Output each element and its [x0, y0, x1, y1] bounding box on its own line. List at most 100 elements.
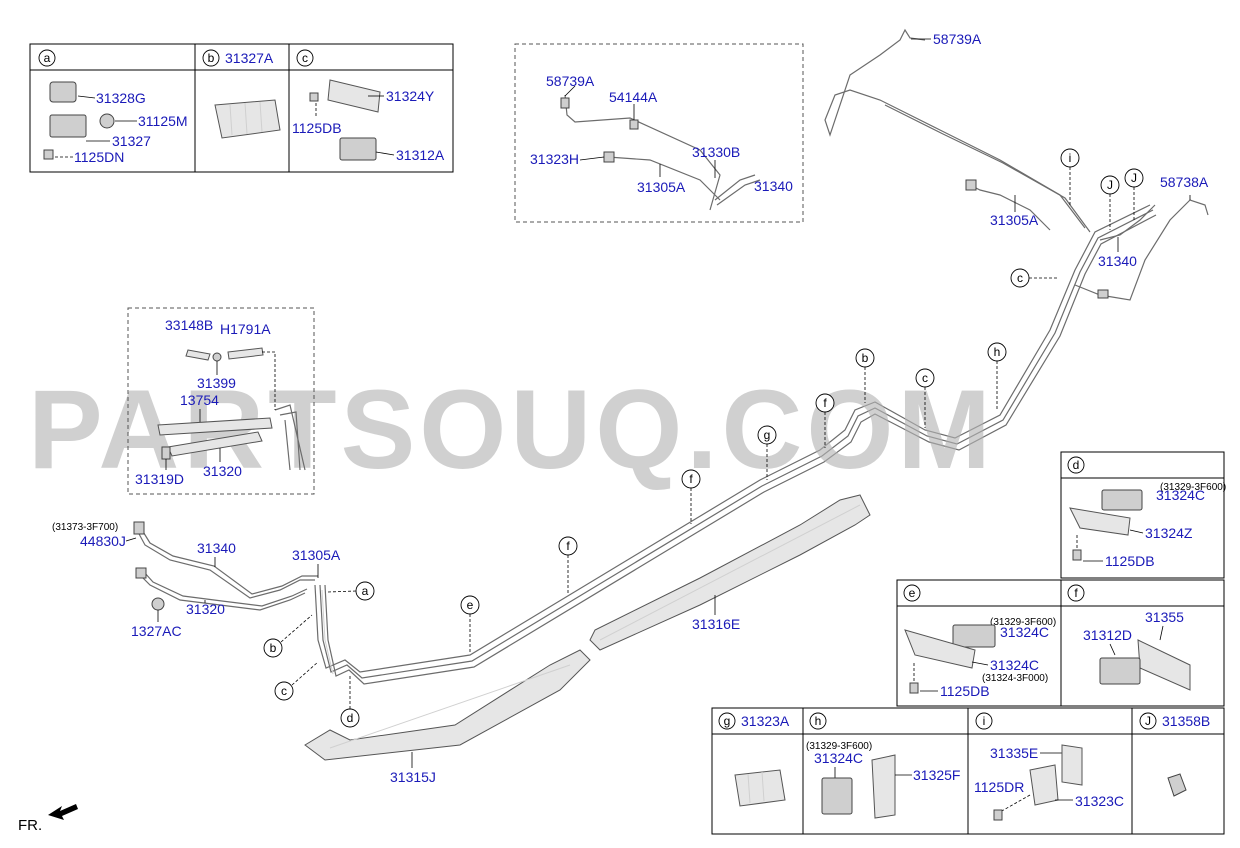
front-arrow-icon — [48, 804, 78, 820]
main-fuel-pipe-bundle — [314, 204, 1157, 685]
callout-c-left[interactable] — [274, 681, 294, 701]
clip-31312A-icon — [339, 137, 377, 161]
bracket-31324Z-icon — [1069, 507, 1131, 536]
part-31324C-d[interactable]: 31324C — [1156, 487, 1205, 503]
clamp-31319D-icon — [161, 446, 171, 460]
callout-f-2-letter: f — [689, 472, 693, 486]
part-31340-right[interactable]: 31340 — [1098, 253, 1137, 269]
callout-g-letter: g — [764, 428, 771, 442]
inset-d-letter: d — [1073, 458, 1080, 472]
part-31355[interactable]: 31355 — [1145, 609, 1184, 625]
inset-j-letter: J — [1145, 714, 1151, 728]
note-d: (31329-3F600) — [1160, 482, 1226, 493]
front-label: FR. — [18, 817, 42, 834]
part-31399[interactable]: 31399 — [197, 375, 236, 391]
clamp-31399-icon — [212, 352, 222, 362]
part-31320-left[interactable]: 31320 — [186, 601, 225, 617]
part-31324Y[interactable]: 31324Y — [386, 88, 435, 104]
part-31125M[interactable]: 31125M — [138, 113, 188, 129]
callout-b-left-letter: b — [270, 641, 277, 655]
inset-f-letter: f — [1074, 586, 1078, 600]
part-58739A-top[interactable]: 58739A — [933, 31, 982, 47]
callout-c-mid-letter: c — [922, 371, 928, 385]
part-1125DN[interactable]: 1125DN — [74, 149, 124, 165]
part-31340-left[interactable]: 31340 — [197, 540, 236, 556]
note-44830J: (31373-3F700) — [52, 522, 118, 533]
clip-31324C-d-icon — [1101, 489, 1143, 511]
pipe-fitting-31305A-right — [965, 179, 977, 191]
part-31324C-e2[interactable]: 31324C — [990, 657, 1039, 673]
part-31324C-h[interactable]: 31324C — [814, 750, 863, 766]
inset-header-g — [718, 712, 736, 730]
part-1125DB-c[interactable]: 1125DB — [292, 120, 342, 136]
part-33148B[interactable]: 33148B — [165, 317, 213, 333]
part-31327A[interactable]: 31327A — [225, 50, 274, 66]
part-1125DB-e[interactable]: 1125DB — [940, 683, 990, 699]
inset-header-e — [903, 584, 921, 602]
callout-b-left[interactable] — [263, 638, 283, 658]
connector-31320 — [135, 567, 147, 579]
part-1125DB-d[interactable]: 1125DB — [1105, 553, 1155, 569]
part-13754[interactable]: 13754 — [180, 392, 219, 408]
front-indicator: FR. — [18, 804, 78, 834]
callout-b-top-letter: b — [862, 351, 869, 365]
upper-right-pipes — [824, 28, 1209, 301]
part-54144A[interactable]: 54144A — [609, 89, 658, 105]
callout-j-2-letter: J — [1131, 171, 1137, 185]
part-58739A-box[interactable]: 58739A — [546, 73, 595, 89]
bracket-31325F-icon — [871, 754, 896, 819]
note-e2: (31324-3F000) — [982, 673, 1048, 684]
part-1327AC[interactable]: 1327AC — [131, 623, 182, 639]
inset-e-letter: e — [909, 586, 916, 600]
callout-a-letter: a — [362, 584, 369, 598]
part-31358B[interactable]: 31358B — [1162, 713, 1210, 729]
part-31324Z[interactable]: 31324Z — [1145, 525, 1193, 541]
inset-g-letter: g — [724, 714, 731, 728]
part-31323H[interactable]: 31323H — [530, 151, 579, 167]
grommet-31125M-icon — [99, 113, 115, 129]
part-31305A-right[interactable]: 31305A — [990, 212, 1039, 228]
inset-header-a — [38, 49, 56, 67]
callout-c-top-letter: c — [1017, 271, 1023, 285]
part-31340-box[interactable]: 31340 — [754, 178, 793, 194]
part-31305A-box[interactable]: 31305A — [637, 179, 686, 195]
part-44830J[interactable]: 44830J — [80, 533, 126, 549]
inset-h-letter: h — [815, 714, 822, 728]
inset-b-letter: b — [208, 51, 215, 65]
fitting-31323H-icon — [603, 151, 615, 163]
bolt-1125DB-e-icon — [909, 682, 919, 694]
callout-f-3-letter: f — [566, 539, 570, 553]
part-31305A-left[interactable]: 31305A — [292, 547, 341, 563]
inset-a-letter: a — [44, 51, 51, 65]
note-h: (31329-3F600) — [806, 741, 872, 752]
bracket-31328G-icon — [49, 81, 77, 103]
bracket-31324Y-icon — [327, 79, 381, 113]
part-31323C[interactable]: 31323C — [1075, 793, 1124, 809]
part-31316E[interactable]: 31316E — [692, 616, 740, 632]
part-31330B[interactable]: 31330B — [692, 144, 740, 160]
hose-31320-box-icon — [167, 431, 263, 457]
part-58738A[interactable]: 58738A — [1160, 174, 1209, 190]
part-31325F[interactable]: 31325F — [913, 767, 960, 783]
part-1125DR[interactable]: 1125DR — [974, 779, 1024, 795]
part-31327[interactable]: 31327 — [112, 133, 151, 149]
part-31328G[interactable]: 31328G — [96, 90, 146, 106]
inset-ghij: g 31323A h (31329-3F600) 31324C 31325F i… — [711, 707, 1225, 835]
part-31312D[interactable]: 31312D — [1083, 627, 1132, 643]
part-31324C-e1[interactable]: 31324C — [1000, 624, 1049, 640]
part-31320-box[interactable]: 31320 — [203, 463, 242, 479]
inset-abc: a b 31327A c 31328G 31125M 31327 1125DN … — [29, 43, 454, 173]
protector-31315J — [304, 649, 591, 761]
part-31335E[interactable]: 31335E — [990, 745, 1038, 761]
part-31315J[interactable]: 31315J — [390, 769, 436, 785]
part-H1791A[interactable]: H1791A — [220, 321, 271, 337]
fitting-58739A-box-icon — [560, 97, 570, 109]
bolt-1125DN-icon — [43, 149, 54, 160]
part-31323A[interactable]: 31323A — [741, 713, 790, 729]
part-31319D[interactable]: 31319D — [135, 471, 184, 487]
hose-H1791A-icon — [227, 347, 264, 360]
bolt-1125DB-c-icon — [309, 92, 319, 102]
part-31312A[interactable]: 31312A — [396, 147, 445, 163]
grommet-1327AC — [151, 597, 165, 611]
bolt-1125DR-icon — [993, 809, 1003, 821]
